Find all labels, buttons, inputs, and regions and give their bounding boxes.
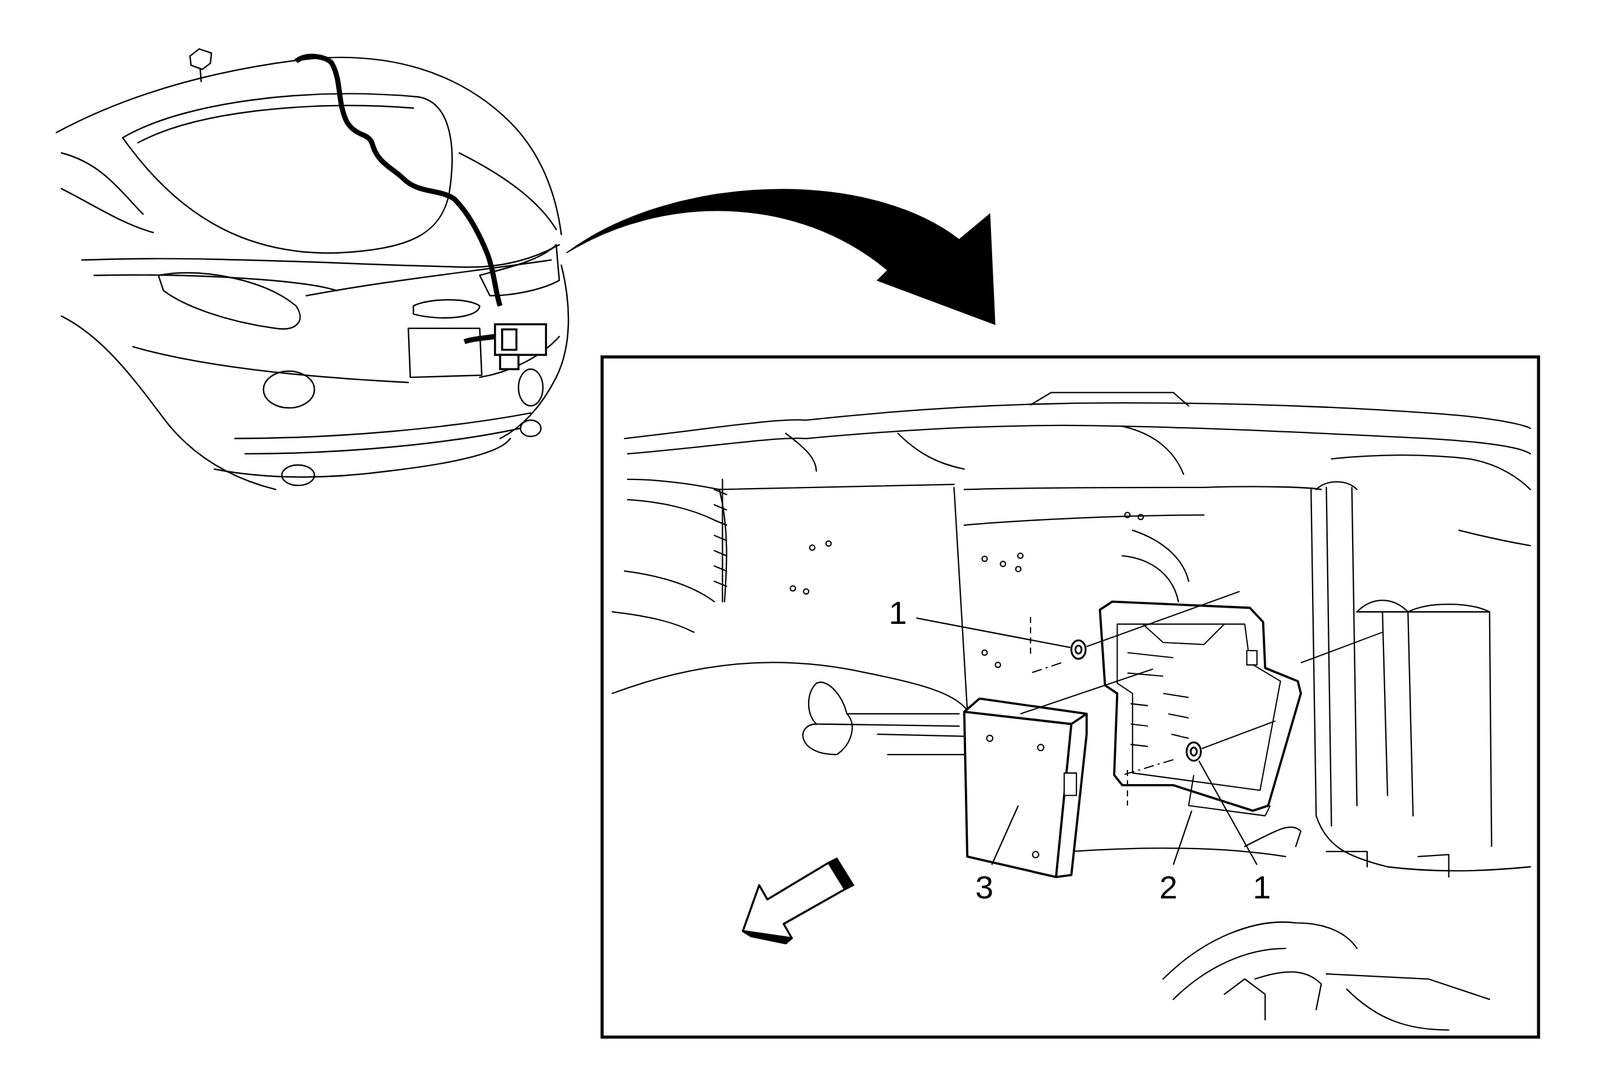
view-arrow	[566, 189, 996, 324]
forward-arrow	[743, 858, 854, 944]
callout-number: 2	[1157, 870, 1180, 906]
callout-number: 3	[973, 870, 996, 906]
callout-number: 1	[886, 595, 910, 631]
nut	[1071, 640, 1201, 761]
trunk-interior	[612, 392, 1531, 1030]
inset-frame	[602, 357, 1539, 1038]
module-bracket	[1100, 602, 1302, 817]
electronic-module	[964, 698, 1087, 878]
module-location	[495, 324, 547, 370]
callout-number: 1	[1250, 870, 1274, 906]
assembly-line	[1020, 591, 1383, 806]
car-rear-view	[56, 48, 569, 490]
forward-arrow	[743, 862, 846, 939]
leader-line	[916, 618, 1257, 866]
wiring-harness	[296, 56, 500, 306]
